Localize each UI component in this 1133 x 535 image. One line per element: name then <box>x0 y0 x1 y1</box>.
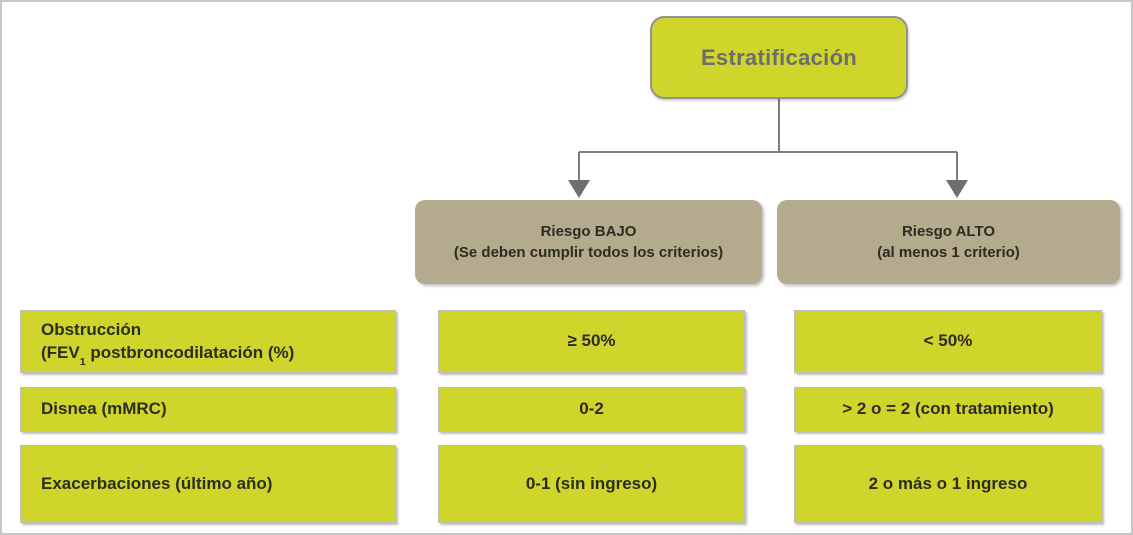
criterion-dyspnea-high-value: > 2 o = 2 (con tratamiento) <box>842 399 1054 419</box>
risk-low-subtitle: (Se deben cumplir todos los criterios) <box>453 244 724 261</box>
criterion-obstruction-high-value-box: < 50% <box>794 310 1102 373</box>
risk-low-box: Riesgo BAJO (Se deben cumplir todos los … <box>415 200 762 284</box>
criterion-obstruction-high-value: < 50% <box>923 331 973 351</box>
criterion-dyspnea-low-value: 0-2 <box>579 399 604 419</box>
criterion-dyspnea-label: Disnea (mMRC) <box>41 399 167 419</box>
stratification-title-box: Estratificación <box>650 16 908 99</box>
criterion-exacerbations-high-value: 2 o más o 1 ingreso <box>868 473 1028 493</box>
criterion-dyspnea-low-value-box: 0-2 <box>438 387 745 432</box>
criterion-exacerbations-high-value-box: 2 o más o 1 ingreso <box>794 445 1102 523</box>
criterion-obstruction-low-value: ≥ 50% <box>567 331 616 351</box>
fev-subscript: 1 <box>79 355 86 368</box>
arrow-down-icon <box>568 180 590 198</box>
risk-high-subtitle: (al menos 1 criterio) <box>877 244 1020 261</box>
connector-path <box>578 99 958 182</box>
criterion-exacerbations-label: Exacerbaciones (último año) <box>41 473 273 493</box>
stratification-title: Estratificación <box>700 44 858 70</box>
criterion-obstruction-label-line2: (FEV1 postbroncodilatación (%) <box>41 342 295 368</box>
criterion-dyspnea-high-value-box: > 2 o = 2 (con tratamiento) <box>794 387 1102 432</box>
arrow-down-icon <box>946 180 968 198</box>
fev-text: (FEV <box>41 342 80 362</box>
criterion-obstruction-low-value-box: ≥ 50% <box>438 310 745 373</box>
criterion-obstruction-label-line1: Obstrucción <box>41 319 142 339</box>
criterion-exacerbations-low-value-box: 0-1 (sin ingreso) <box>438 445 745 523</box>
criterion-dyspnea-label-box: Disnea (mMRC) <box>20 387 396 432</box>
risk-low-title: Riesgo BAJO <box>540 223 637 240</box>
criterion-obstruction-label-box: Obstrucción (FEV1 postbroncodilatación (… <box>20 310 396 373</box>
fev-text-post: postbroncodilatación (%) <box>85 342 295 362</box>
risk-high-title: Riesgo ALTO <box>901 223 996 240</box>
criterion-exacerbations-low-value: 0-1 (sin ingreso) <box>525 473 658 493</box>
risk-high-box: Riesgo ALTO (al menos 1 criterio) <box>777 200 1120 284</box>
criterion-exacerbations-label-box: Exacerbaciones (último año) <box>20 445 396 523</box>
